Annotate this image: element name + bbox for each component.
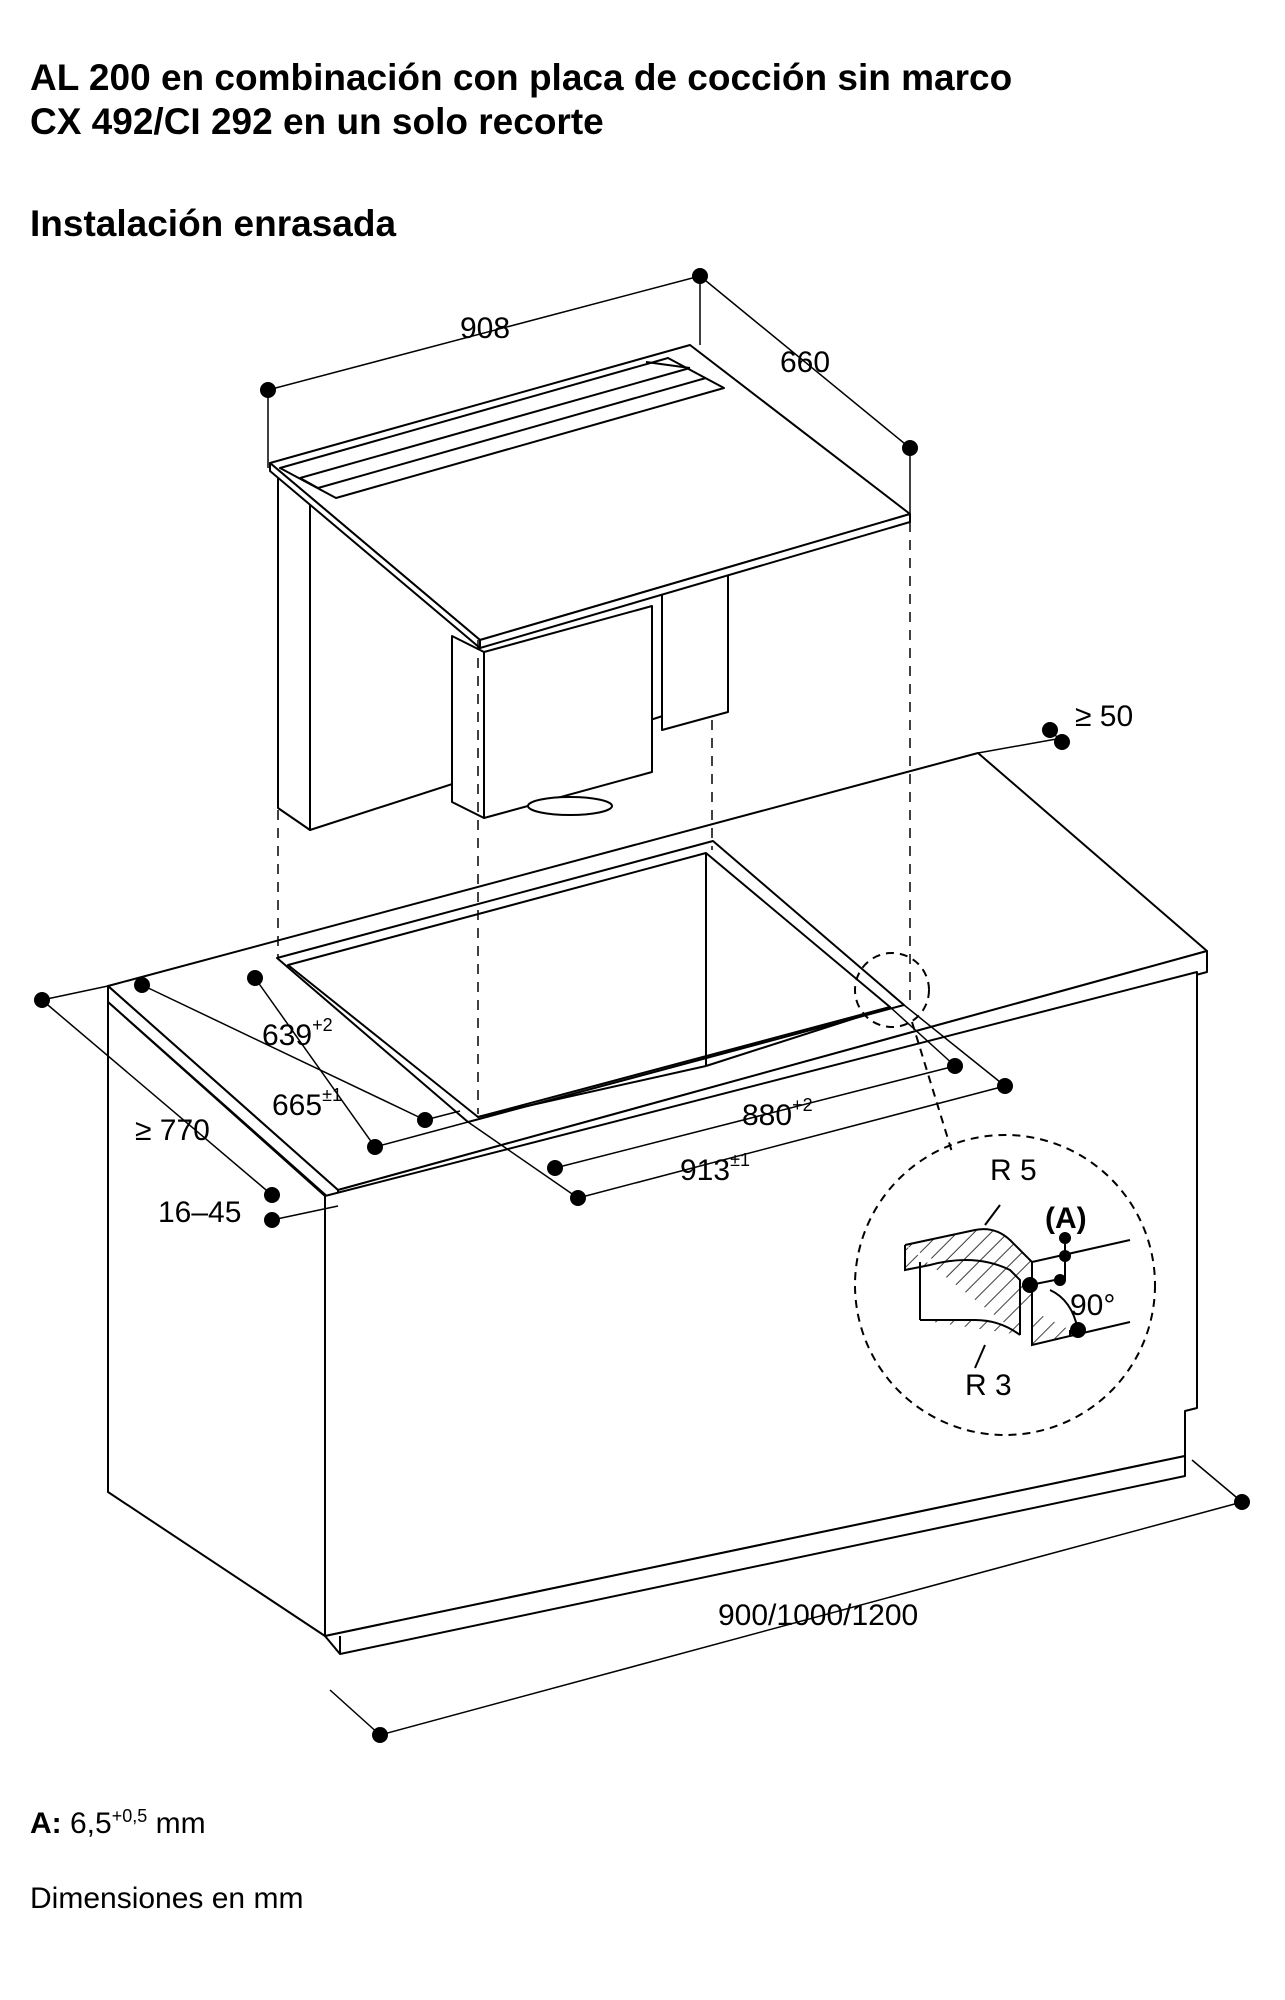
dim-width-top: 908 (460, 312, 510, 345)
detail-marker-circle (854, 952, 930, 1028)
dim-depth-top: 660 (780, 346, 830, 379)
page-subtitle: Instalación enrasada (30, 203, 397, 244)
dim-cabinet-width: 900/1000/1200 (718, 1599, 918, 1632)
note-a-label: A: (30, 1807, 62, 1840)
dimension-dots (34, 268, 1250, 1743)
motor-box (451, 635, 485, 819)
cabinet-plinth (324, 1455, 1186, 1655)
dim-cutout-width-outer-value: 913 (680, 1154, 730, 1187)
dim-counter-depth: ≥ 770 (135, 1114, 210, 1147)
dim-counter-thickness: 16–45 (158, 1196, 241, 1229)
dim-cutout-depth-tol: +2 (312, 1015, 333, 1035)
dim-cutout-width-outer-tol: ±1 (730, 1150, 750, 1170)
detail-radius-top: R 5 (990, 1154, 1037, 1187)
detail-dots (1022, 1232, 1086, 1338)
dim-cutout-width-tol: +2 (792, 1095, 813, 1115)
cabinet (107, 752, 1208, 1655)
title-line-2: CX 492/CI 292 en un solo recorte (30, 101, 604, 142)
detail-label-a: (A) (1045, 1202, 1087, 1235)
note-a: A: 6,5+0,5 mm (30, 1806, 206, 1841)
note-units: Dimensiones en mm (30, 1882, 304, 1915)
note-a-tol: +0,5 (111, 1806, 148, 1826)
dim-cutout-depth-value: 639 (262, 1019, 312, 1052)
dim-cutout-depth-outer-value: 665 (272, 1089, 322, 1122)
downdraft-body (277, 466, 311, 831)
detail-zoom-circle (854, 1134, 1156, 1436)
appliance (269, 344, 911, 831)
dim-cutout-width-value: 880 (742, 1099, 792, 1132)
dim-cutout-width: 880+2 (742, 1095, 813, 1132)
page-title: AL 200 en combinación con placa de cocci… (30, 56, 1012, 144)
dim-cutout-depth-outer: 665±1 (272, 1085, 342, 1122)
note-a-value: 6,5 (70, 1807, 112, 1840)
dim-cutout-width-outer: 913±1 (680, 1150, 750, 1187)
edge-profile (904, 1228, 1071, 1347)
title-line-1: AL 200 en combinación con placa de cocci… (30, 57, 1013, 98)
dim-clearance-back: ≥ 50 (1075, 700, 1133, 733)
note-a-unit: mm (155, 1807, 206, 1840)
projection-lines (277, 522, 911, 1114)
dim-cutout-depth: 639+2 (262, 1015, 333, 1052)
detail-angle: 90° (1070, 1289, 1115, 1322)
detail-radius-bottom: R 3 (965, 1369, 1012, 1402)
dim-cutout-depth-outer-tol: ±1 (322, 1085, 342, 1105)
